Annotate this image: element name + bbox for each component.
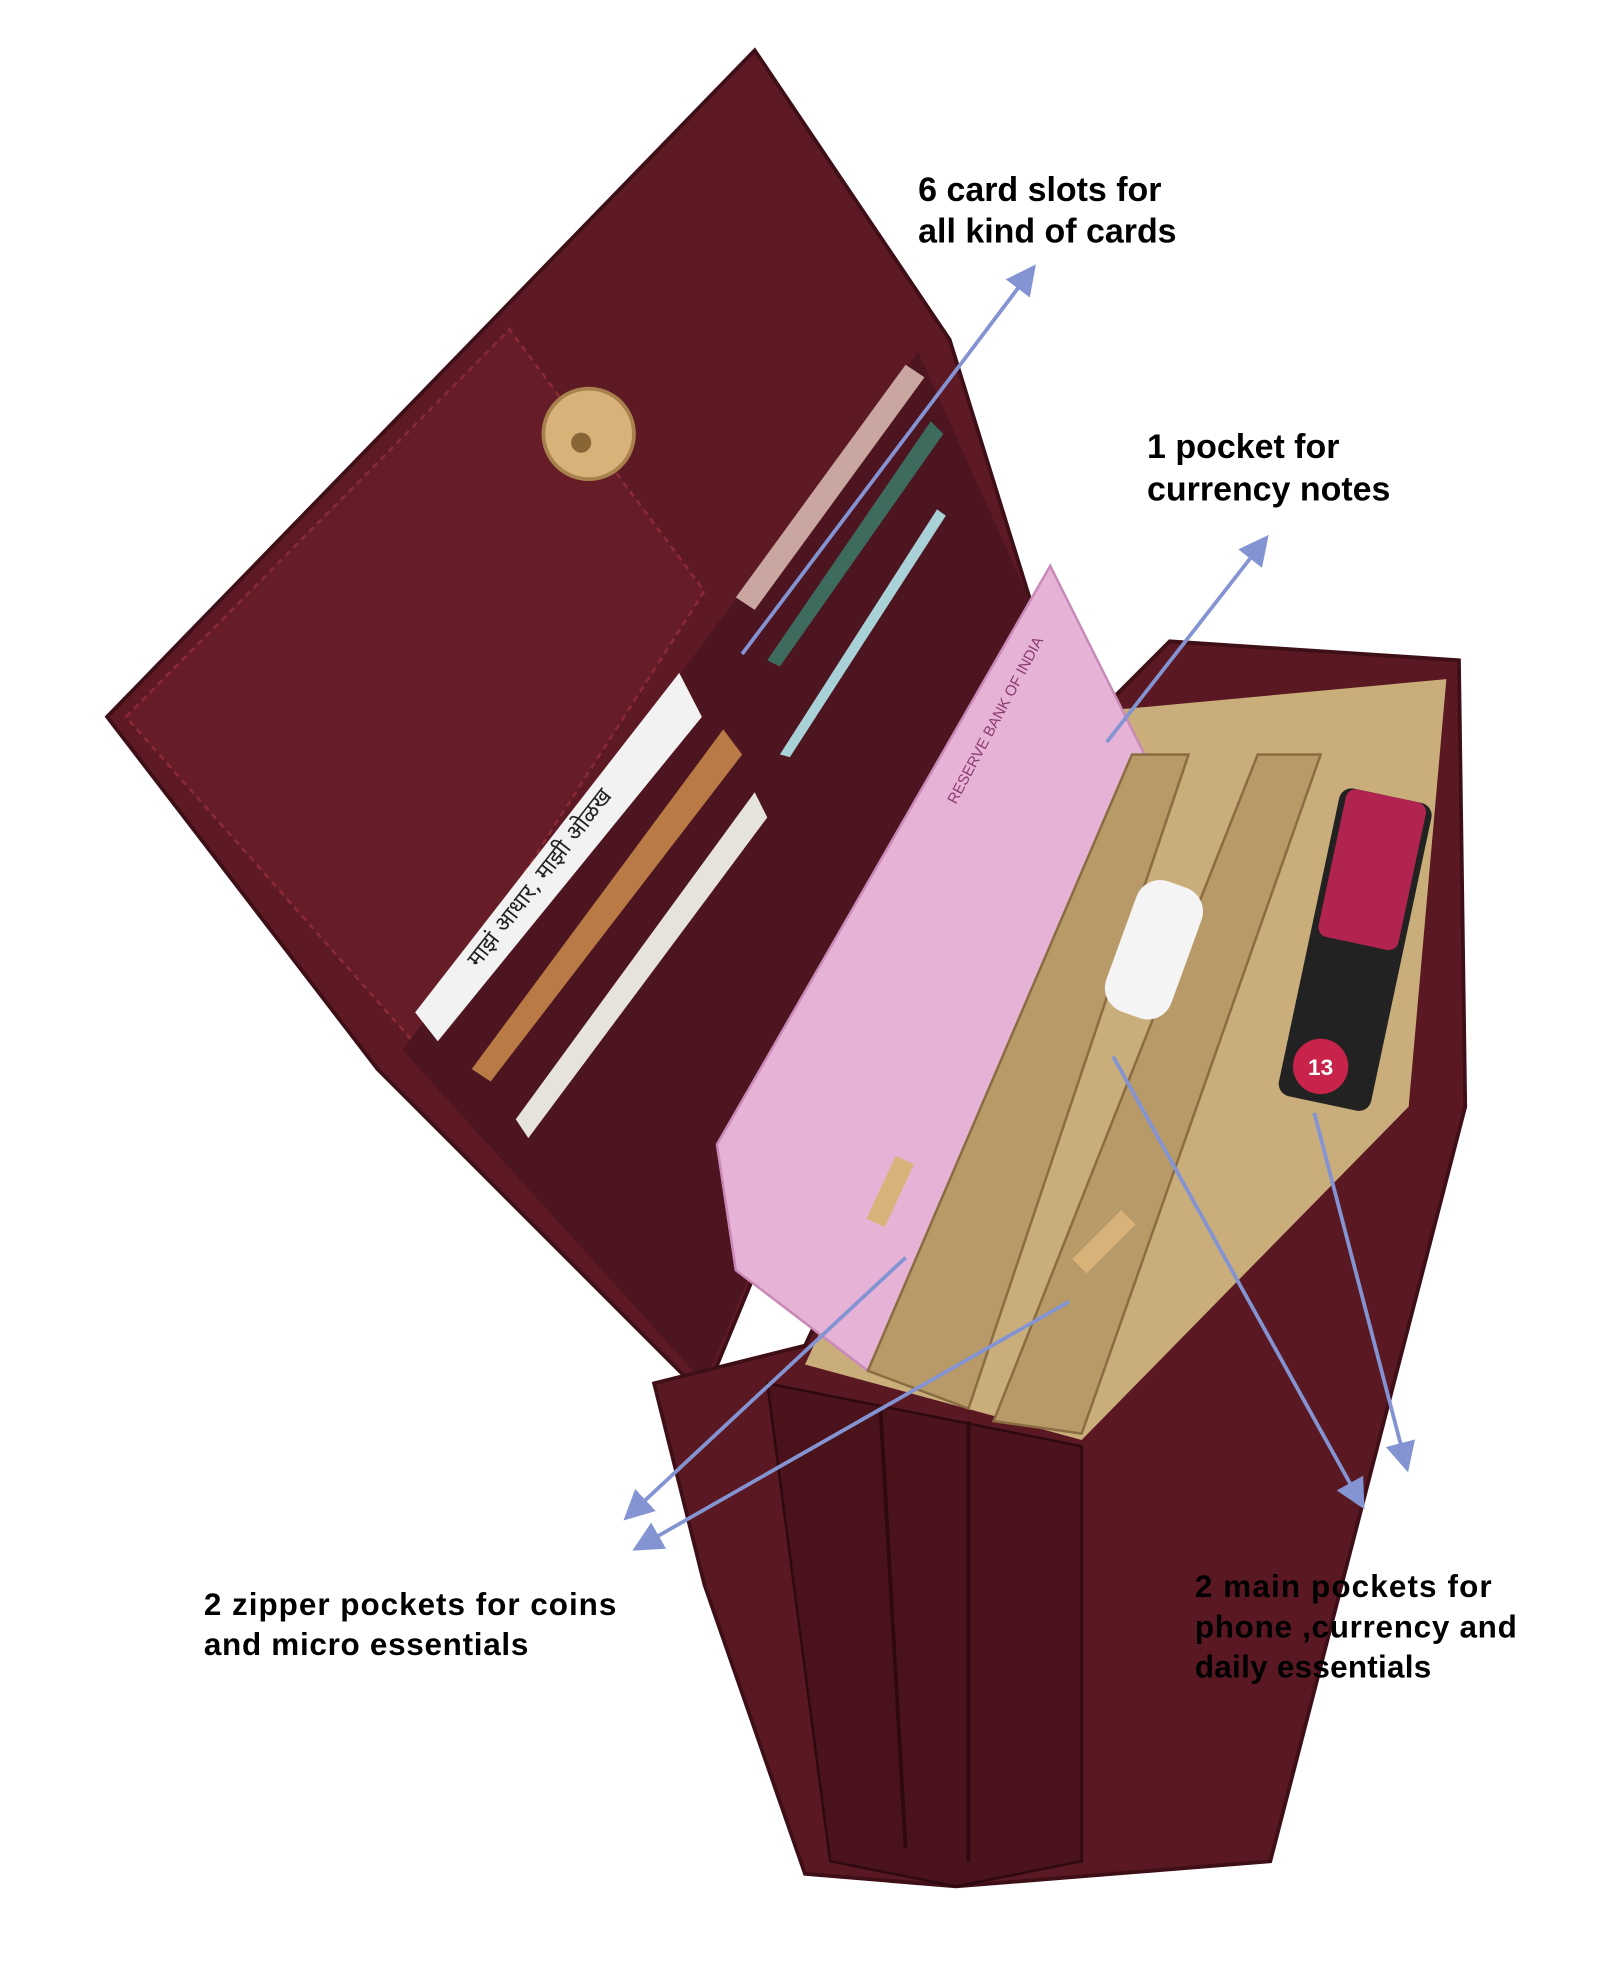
mastercard-card: [471, 729, 743, 1082]
flap-inner-panel: [124, 327, 706, 1046]
arrow-card-slots: [740, 264, 1036, 656]
callout-text: and micro essentials: [204, 1627, 528, 1662]
callout-zipper-pockets: 2 zipper pockets for coins and micro ess…: [204, 1587, 616, 1662]
callout-text: all kind of cards: [918, 213, 1176, 251]
signature-card: [735, 364, 925, 610]
arrow-currency: [1105, 534, 1269, 744]
lipstick-label: [1292, 1038, 1349, 1095]
zipper-pocket-1: [866, 753, 1191, 1411]
callout-text: daily essentials: [1195, 1650, 1431, 1685]
light-card: [779, 509, 946, 758]
accordion-gussets: [765, 1381, 1083, 1888]
arrow-zipper-1: [623, 1256, 907, 1521]
callout-text: 1 pocket for: [1147, 428, 1339, 466]
arrow-main-2: [1312, 1112, 1416, 1473]
snap-button: [541, 386, 636, 482]
callout-card-slots: 6 card slots for all kind of cards: [918, 171, 1176, 251]
id-card: [415, 672, 702, 1042]
white-card: [515, 792, 768, 1139]
zipper-pull-2: [1072, 1210, 1136, 1274]
white-bottle: [1104, 879, 1204, 1020]
lipstick-cap: [1318, 789, 1426, 951]
callout-arrows: [623, 264, 1416, 1551]
arrow-main-1: [1111, 1055, 1365, 1510]
snap-button-center: [571, 432, 592, 453]
callout-text: currency notes: [1147, 471, 1390, 509]
green-card: [767, 421, 944, 667]
callout-text: 2 zipper pockets for coins: [204, 1587, 616, 1622]
lipstick-number: 13: [1308, 1055, 1333, 1080]
callout-text: 6 card slots for: [918, 171, 1161, 209]
zipper-pull-1: [866, 1155, 914, 1228]
callout-currency-pocket: 1 pocket for currency notes: [1147, 428, 1390, 509]
callout-text: 2 main pockets for: [1195, 1569, 1492, 1604]
callout-text: phone ,currency and: [1195, 1609, 1517, 1644]
callout-main-pockets: 2 main pockets for phone ,currency and d…: [1195, 1569, 1517, 1684]
arrow-zipper-2: [632, 1299, 1071, 1551]
